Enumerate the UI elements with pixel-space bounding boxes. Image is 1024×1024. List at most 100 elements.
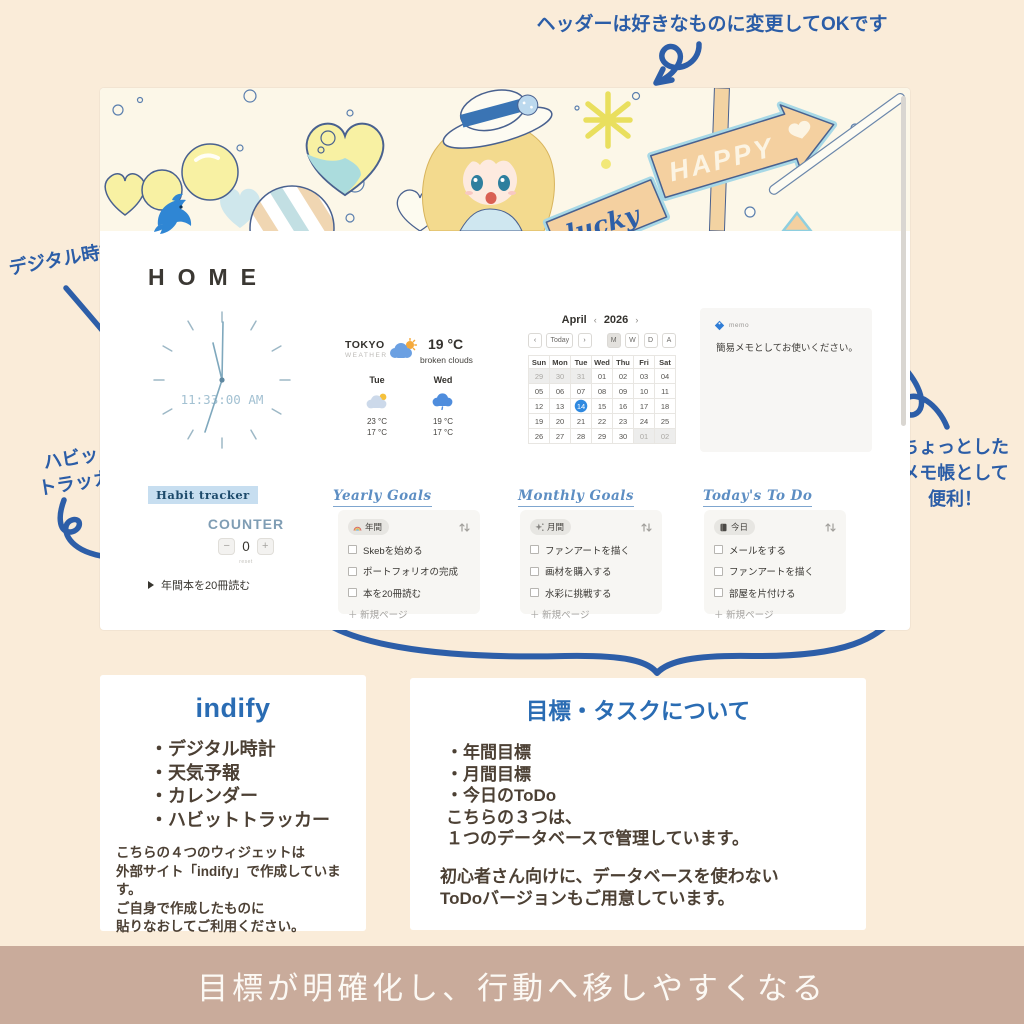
- calendar-next-button[interactable]: ›: [577, 333, 592, 348]
- memo-card[interactable]: memo 簡易メモとしてお使いください。: [700, 308, 872, 452]
- arrow-header-head: [653, 66, 675, 86]
- calendar-day[interactable]: 30: [613, 429, 634, 444]
- calendar-day[interactable]: 12: [529, 399, 550, 414]
- calendar-day[interactable]: 07: [571, 384, 592, 399]
- todo-item: 水彩に挑戦する: [530, 586, 652, 600]
- calendar-weekday: Sun: [529, 356, 550, 369]
- calendar-today-button[interactable]: Today: [546, 333, 574, 348]
- calendar-day[interactable]: 29: [529, 369, 550, 384]
- calendar-day[interactable]: 05: [529, 384, 550, 399]
- sun-cloud-icon: [390, 338, 417, 358]
- todo-item: Skebを始める: [348, 543, 470, 557]
- banner-text: 目標が明確化し、行動へ移しやすくなる: [197, 970, 827, 1007]
- goals-tasks-title: 目標・タスクについて: [525, 699, 751, 724]
- indify-title: indify: [195, 693, 271, 723]
- calendar-day[interactable]: 17: [634, 399, 655, 414]
- chevron-left-icon[interactable]: ‹: [593, 315, 597, 325]
- goals-tasks-list: ・年間目標 ・月間目標 ・今日のToDo こちらの３つは、 １つのデータベースで…: [446, 743, 749, 848]
- calendar-view-week[interactable]: W: [625, 333, 640, 348]
- calendar-day[interactable]: 24: [634, 414, 655, 429]
- calendar-day[interactable]: 31: [571, 369, 592, 384]
- calendar-day[interactable]: 22: [592, 414, 613, 429]
- calendar-day[interactable]: 29: [592, 429, 613, 444]
- calendar-day[interactable]: 21: [571, 414, 592, 429]
- clock-widget: 11:33:00 AM: [153, 311, 291, 449]
- calendar-view-month[interactable]: M: [606, 333, 621, 348]
- calendar-view-day[interactable]: D: [643, 333, 658, 348]
- calendar-day[interactable]: 13: [550, 399, 571, 414]
- counter-increment-button[interactable]: +: [256, 538, 274, 555]
- checkbox[interactable]: [348, 566, 357, 576]
- forecast-day: Wed 19 °C 17 °C: [415, 375, 471, 438]
- checkbox[interactable]: [530, 566, 539, 576]
- scrollbar[interactable]: [901, 96, 906, 426]
- checkbox[interactable]: [348, 588, 357, 597]
- calendar-day[interactable]: 11: [655, 384, 676, 399]
- sparkles-icon: [535, 522, 544, 531]
- sort-icon[interactable]: [825, 522, 836, 533]
- counter-title: COUNTER: [207, 516, 285, 532]
- calendar-day[interactable]: 03: [634, 369, 655, 384]
- calendar-day[interactable]: 27: [550, 429, 571, 444]
- sort-icon[interactable]: [459, 522, 470, 533]
- tag-pill[interactable]: 月間: [530, 519, 572, 535]
- calendar-day[interactable]: 01: [634, 429, 655, 444]
- tag-pill[interactable]: 今日: [714, 519, 756, 535]
- calendar-day[interactable]: 25: [655, 414, 676, 429]
- sort-icon[interactable]: [641, 522, 652, 533]
- calendar-day[interactable]: 28: [571, 429, 592, 444]
- calendar-day[interactable]: 26: [529, 429, 550, 444]
- calendar-day[interactable]: 10: [634, 384, 655, 399]
- new-page-button[interactable]: ＋ 新規ページ: [530, 609, 590, 621]
- calendar-day[interactable]: 23: [613, 414, 634, 429]
- calendar-day[interactable]: 09: [613, 384, 634, 399]
- counter-decrement-button[interactable]: −: [218, 538, 236, 555]
- starburst-icon: [583, 91, 633, 149]
- weather-label: WEATHER: [345, 352, 388, 359]
- calendar-day[interactable]: 01: [592, 369, 613, 384]
- calendar-day[interactable]: 16: [613, 399, 634, 414]
- todo-item: 部屋を片付ける: [714, 586, 836, 600]
- calendar-day[interactable]: 18: [655, 399, 676, 414]
- calendar-day[interactable]: 30: [550, 369, 571, 384]
- tag-pill[interactable]: 年間: [348, 519, 390, 535]
- checkbox[interactable]: [714, 545, 723, 554]
- chevron-right-icon[interactable]: ›: [635, 315, 639, 325]
- calendar-day[interactable]: 20: [550, 414, 571, 429]
- checkbox[interactable]: [530, 588, 539, 597]
- calendar-month-header: April ‹ 2026 ›: [528, 314, 676, 326]
- calendar-view-agenda[interactable]: A: [662, 333, 676, 348]
- calendar-day-selected[interactable]: 14: [571, 399, 592, 414]
- tag-icon: [714, 320, 725, 331]
- indify-info-box: indify ・デジタル時計 ・天気予報 ・カレンダー ・ハビットトラッカー こ…: [100, 675, 366, 934]
- page-title: HOME: [148, 264, 269, 290]
- calendar-day[interactable]: 02: [655, 429, 676, 444]
- monthly-goals-title: Monthly Goals: [518, 488, 634, 507]
- calendar-weekday: Sat: [655, 356, 676, 369]
- checkbox[interactable]: [714, 588, 723, 597]
- dolphin-icon: [154, 193, 192, 234]
- partly-cloudy-icon: [366, 393, 387, 409]
- calendar-weekday: Wed: [592, 356, 613, 369]
- calendar-prev-button[interactable]: ‹: [528, 333, 542, 348]
- new-page-button[interactable]: ＋ 新規ページ: [714, 609, 774, 621]
- calendar-day[interactable]: 06: [550, 384, 571, 399]
- new-page-button[interactable]: ＋ 新規ページ: [348, 609, 408, 621]
- calendar-day[interactable]: 04: [655, 369, 676, 384]
- memo-text: 簡易メモとしてお使いください。: [716, 343, 858, 354]
- calendar-day[interactable]: 08: [592, 384, 613, 399]
- triangle-sign: [781, 210, 813, 231]
- toggle-triangle-icon[interactable]: [148, 581, 154, 589]
- todo-item: ファンアートを描く: [530, 543, 652, 557]
- todo-item: ファンアートを描く: [714, 564, 836, 578]
- habit-toggle-item[interactable]: 年間本を20冊読む: [148, 577, 250, 593]
- calendar-day[interactable]: 02: [613, 369, 634, 384]
- calendar-day[interactable]: 19: [529, 414, 550, 429]
- goals-tasks-note: 初心者さん向けに、データベースを使わない ToDoバージョンもご用意しています。: [440, 866, 779, 908]
- checkbox[interactable]: [530, 545, 539, 554]
- calendar-day[interactable]: 15: [592, 399, 613, 414]
- calendar-weekday: Fri: [634, 356, 655, 369]
- checkbox[interactable]: [714, 566, 723, 576]
- checkbox[interactable]: [348, 545, 357, 554]
- blue-heart-icon: [220, 188, 260, 228]
